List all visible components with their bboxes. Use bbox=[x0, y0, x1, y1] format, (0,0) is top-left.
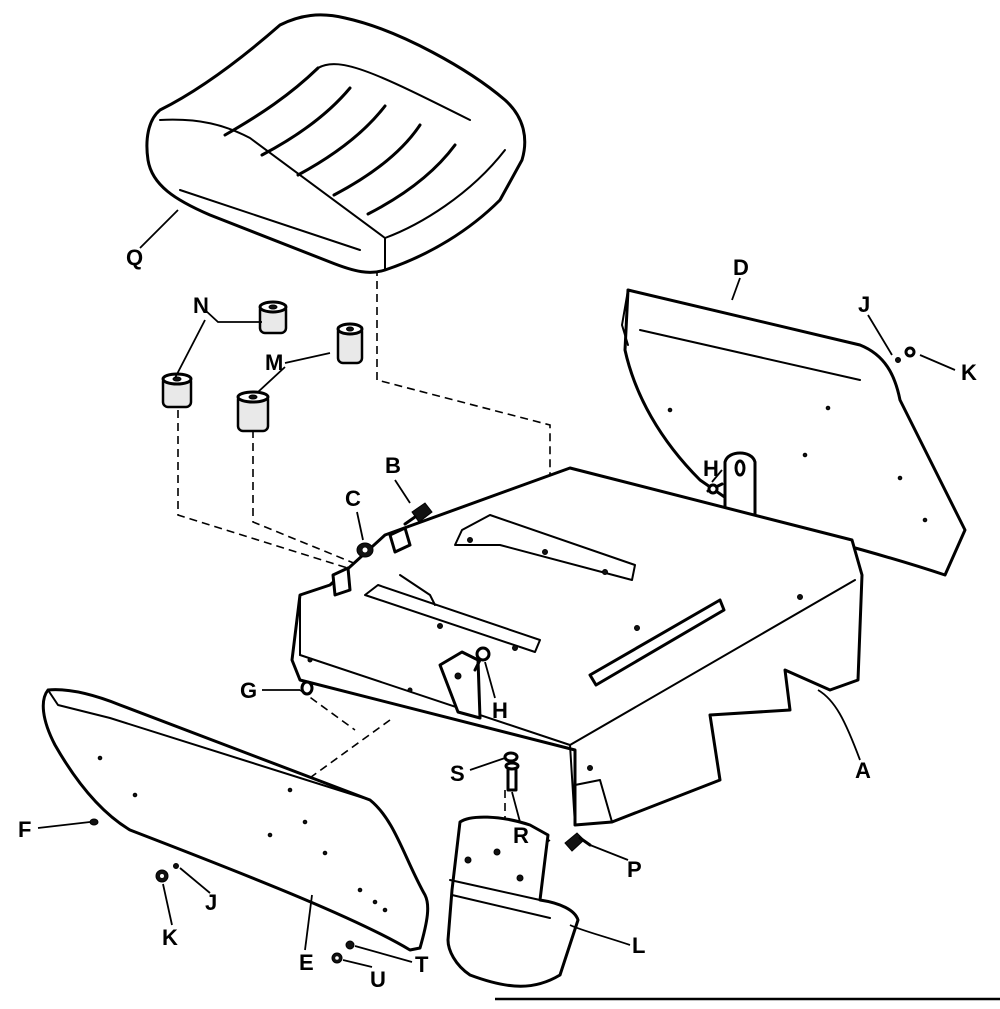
spacer-n-lower bbox=[161, 372, 193, 409]
screw-f bbox=[89, 818, 99, 826]
label-t: T bbox=[415, 952, 429, 977]
label-n: N bbox=[193, 293, 209, 318]
label-e: E bbox=[299, 950, 314, 975]
label-c: C bbox=[345, 486, 361, 511]
nut-g bbox=[300, 680, 314, 696]
spacer-m-upper bbox=[336, 322, 364, 365]
side-panel-left bbox=[41, 688, 430, 952]
seat-cushion bbox=[145, 13, 527, 274]
nut-k-upper bbox=[904, 346, 916, 358]
label-s: S bbox=[450, 761, 465, 786]
label-r: R bbox=[513, 823, 529, 848]
bolt-h-upper bbox=[706, 482, 724, 495]
label-q: Q bbox=[126, 245, 143, 270]
spacer-n-upper bbox=[258, 300, 288, 335]
bolt-r bbox=[504, 761, 520, 792]
washer-s bbox=[503, 751, 519, 763]
screw-j-upper bbox=[895, 357, 901, 363]
bracket-l bbox=[446, 815, 580, 988]
seat-base-pan bbox=[290, 466, 864, 827]
label-m: M bbox=[265, 350, 283, 375]
label-f: F bbox=[18, 817, 31, 842]
nut-u bbox=[331, 952, 343, 964]
callout-labels: Q N M D J K H B C G H A S R P L F J K E … bbox=[18, 245, 977, 992]
bolt-h-lower bbox=[473, 646, 491, 672]
screw-j-lower bbox=[173, 863, 179, 869]
label-h-upper: H bbox=[703, 456, 719, 481]
hardware-parts bbox=[89, 346, 916, 964]
label-a: A bbox=[855, 758, 871, 783]
label-p: P bbox=[627, 857, 642, 882]
label-g: G bbox=[240, 678, 257, 703]
label-u: U bbox=[370, 967, 386, 992]
nut-c bbox=[356, 542, 374, 558]
label-k-lower: K bbox=[162, 925, 178, 950]
leader-lines bbox=[37, 209, 956, 968]
bolt-b bbox=[403, 502, 433, 526]
washer-t bbox=[345, 940, 355, 950]
label-j-upper: J bbox=[858, 292, 870, 317]
nut-k-lower bbox=[155, 869, 169, 883]
label-b: B bbox=[385, 453, 401, 478]
label-l: L bbox=[632, 933, 645, 958]
label-k-upper: K bbox=[961, 360, 977, 385]
bolt-p bbox=[564, 832, 592, 852]
label-h-lower: H bbox=[492, 698, 508, 723]
label-d: D bbox=[733, 255, 749, 280]
label-j-lower: J bbox=[205, 890, 217, 915]
spacer-m-lower bbox=[236, 390, 270, 433]
